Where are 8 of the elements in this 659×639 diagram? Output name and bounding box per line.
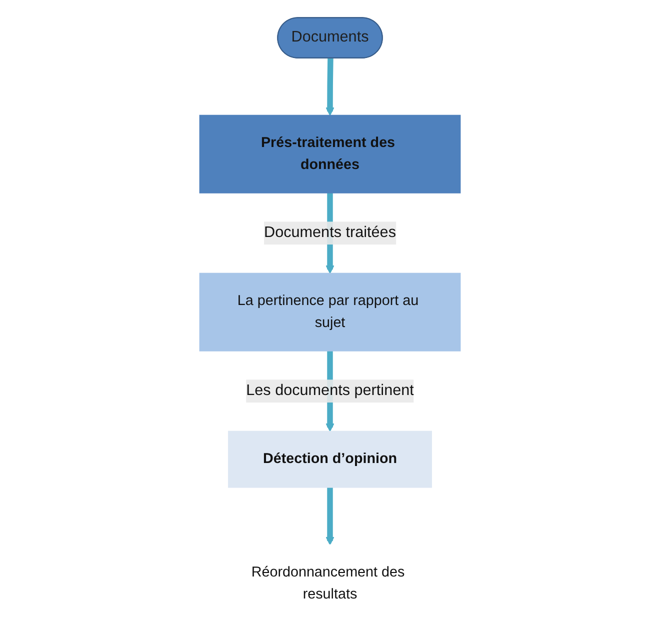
node-box: Détection d’opinion xyxy=(228,430,432,488)
node-box: Prés-traitement des données xyxy=(198,114,460,193)
node-box: La pertinence par rapport au sujet xyxy=(198,272,460,351)
edge-label: Documents traitées xyxy=(264,224,396,240)
arrow xyxy=(325,486,334,545)
node-text: Réordonnancement des resultats xyxy=(250,563,404,602)
arrow xyxy=(325,58,334,116)
edge-label: Les documents pertinent xyxy=(246,382,414,398)
